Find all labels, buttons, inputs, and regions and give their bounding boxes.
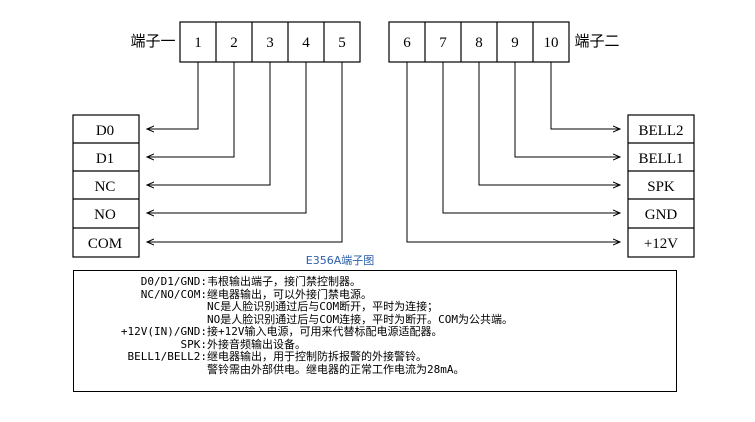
pin-1: 1 [194,35,202,51]
note-row: +12V(IN)/GND:接+12V输入电源，可用来代替标配电源适配器。 [74,325,676,339]
pin-5: 5 [338,35,346,51]
wire-pin8-spk [478,62,620,185]
note-text: 警铃需由外部供电。继电器的正常工作电流为28mA。 [207,362,465,376]
wire-pin10-bell2 [550,62,620,129]
wire-pin1-d0 [147,62,199,129]
wire-pin5-com [147,62,343,242]
note-row: BELL1/BELL2:继电器输出，用于控制防拆报警的外接警铃。 [74,350,676,364]
note-key [74,364,207,377]
signal-bell2: BELL2 [639,123,684,139]
pin-6: 6 [403,35,411,51]
pin-9: 9 [511,35,519,51]
pin-3: 3 [266,35,274,51]
left-wires [147,62,343,242]
pin-4: 4 [302,35,310,51]
note-text: 继电器输出，可以外接门禁电源。 [207,287,372,301]
note-text: NC是人脸识别通过后与COM断开，平时为连接； [207,300,439,313]
note-key: SPK: [180,337,208,351]
note-text: 韦根输出端子，接门禁控制器。 [207,275,361,288]
wire-pin6-12v [406,62,620,242]
note-row: D0/D1/GND:韦根输出端子，接门禁控制器。 [74,275,676,289]
pin-2: 2 [230,35,238,51]
note-row: SPK:外接音频输出设备。 [74,337,676,352]
signal-nc: NC [95,179,116,195]
wire-pin2-d1 [147,62,235,157]
signal-d1: D1 [96,151,114,167]
signal-com: COM [88,236,122,252]
signal-gnd: GND [645,207,678,223]
signal-bell1: BELL1 [639,151,684,167]
note-row: NC是人脸识别通过后与COM断开，平时为连接； [74,300,676,314]
note-text: 接+12V输入电源，可用来代替标配电源适配器。 [207,325,443,338]
note-text: NO是人脸识别通过后与COM连接，平时为断开。COM为公共端。 [207,312,513,326]
wire-pin4-no [147,62,307,213]
wire-pin9-bell1 [514,62,620,157]
note-text: 外接音频输出设备。 [207,337,306,351]
pin-8: 8 [475,35,483,51]
right-signal-boxes: BELL2 BELL1 SPK GND +12V [627,114,695,258]
signal-d0: D0 [96,123,114,139]
note-key [74,301,207,314]
note-row: NO是人脸识别通过后与COM连接，平时为断开。COM为公共端。 [74,312,676,327]
terminal2-block: 6 7 8 9 10 [388,21,570,63]
diagram-caption: E356A端子图 [306,254,374,267]
right-wires [406,62,620,242]
note-row: NC/NO/COM:继电器输出，可以外接门禁电源。 [74,287,676,302]
terminal1-block: 1 2 3 4 5 [179,21,361,63]
note-row: 警铃需由外部供电。继电器的正常工作电流为28mA。 [74,362,676,377]
terminal1-label: 端子一 [130,33,175,50]
pin-7: 7 [439,35,447,51]
note-key: NC/NO/COM: [140,287,207,301]
left-signal-boxes: D0 D1 NC NO COM [72,114,140,258]
note-key: D0/D1/GND: [140,275,207,288]
wire-pin7-gnd [442,62,620,213]
note-key: BELL1/BELL2: [127,350,207,363]
terminal2-label: 端子二 [574,33,619,50]
notes-box: D0/D1/GND:韦根输出端子，接门禁控制器。 NC/NO/COM:继电器输出… [73,270,677,392]
signal-no: NO [94,207,116,223]
signal-12v: +12V [644,236,678,252]
note-text: 继电器输出，用于控制防拆报警的外接警铃。 [207,350,427,363]
note-key: +12V(IN)/GND: [120,325,207,338]
wire-pin3-nc [147,62,271,185]
signal-spk: SPK [647,179,675,195]
pin-10: 10 [544,35,559,51]
